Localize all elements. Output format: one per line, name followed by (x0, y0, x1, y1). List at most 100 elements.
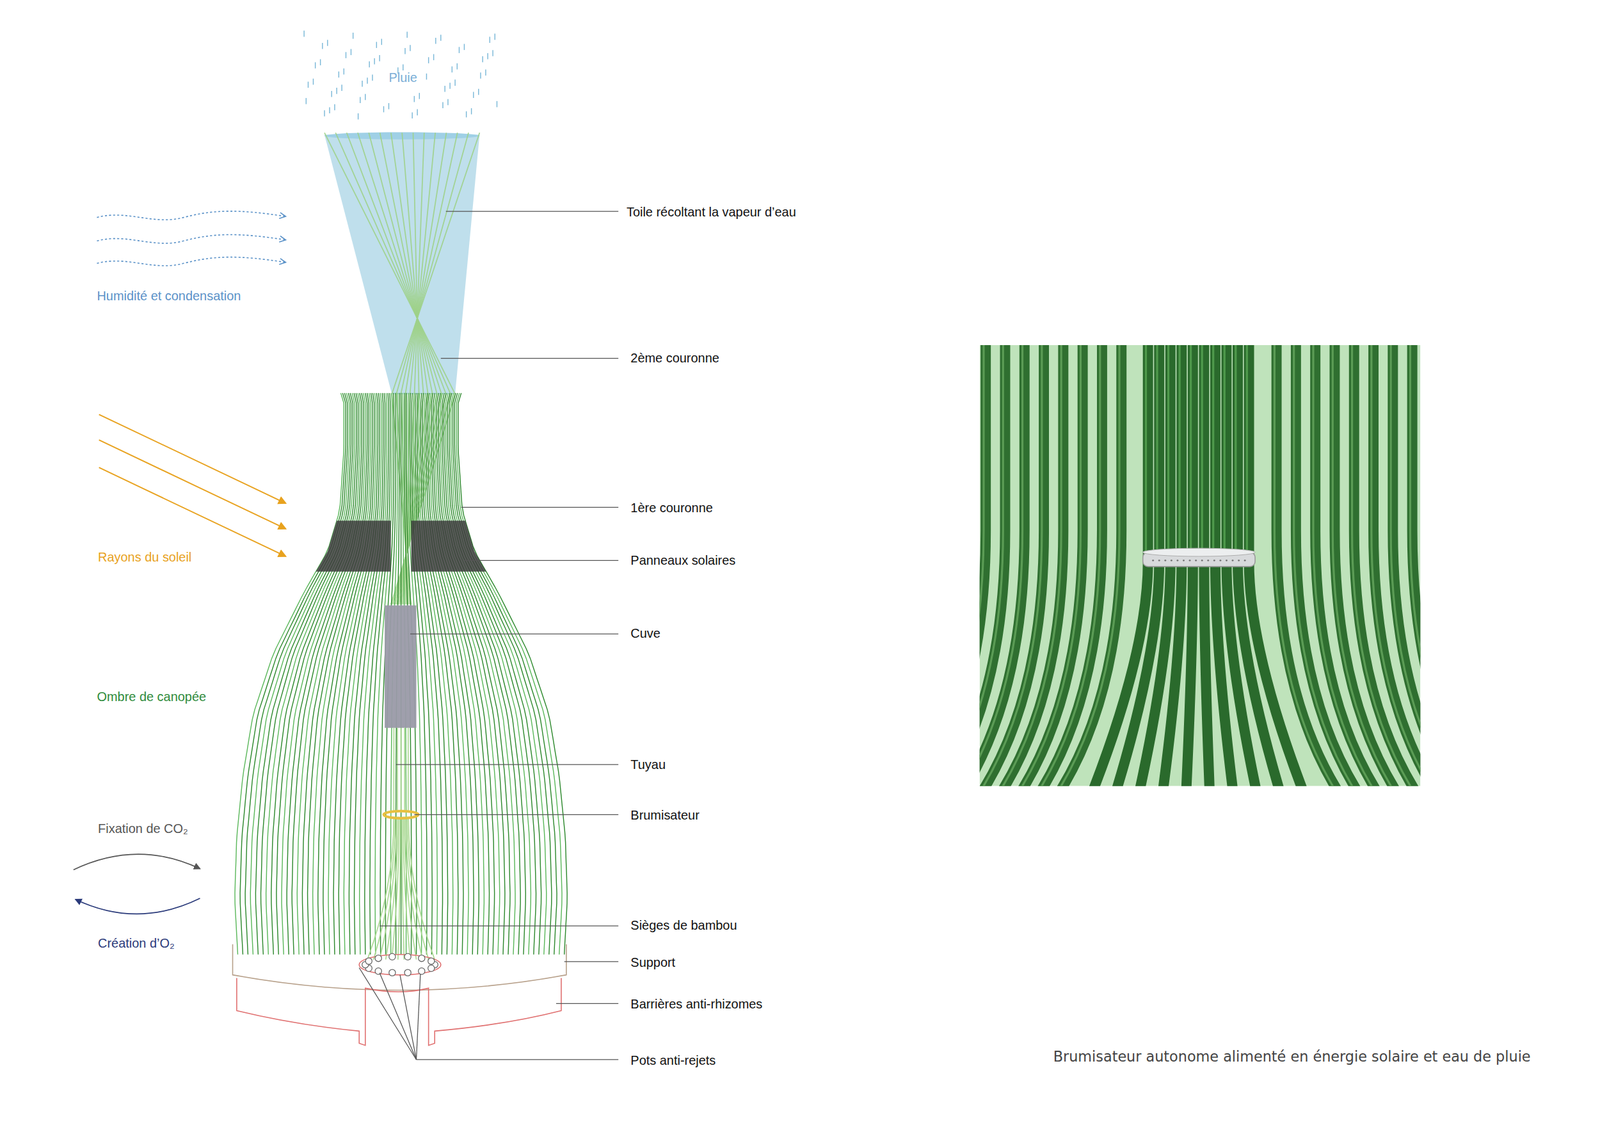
rain-drop (323, 110, 325, 117)
mister-ring-top (1143, 547, 1256, 557)
rain-drop (471, 108, 472, 115)
leader-line (446, 210, 619, 212)
rain-drop (312, 78, 314, 86)
rain-drop (388, 103, 390, 110)
seat-stem (405, 816, 423, 960)
pot (375, 954, 382, 962)
rain-drop (307, 81, 309, 89)
mister-hole (1170, 559, 1173, 562)
leader-line (410, 632, 619, 634)
rain-drop (350, 49, 352, 56)
bamboo-stem (428, 392, 480, 955)
rain-drop (338, 71, 340, 79)
rain-drop (489, 36, 491, 43)
mister-hole (1164, 559, 1167, 562)
bamboo-stem (323, 392, 375, 955)
rain-drop (327, 39, 328, 47)
rain-drop (478, 88, 479, 96)
bundle-highlight (1212, 344, 1215, 562)
pipe (393, 727, 395, 813)
rain-drop (435, 37, 436, 45)
detail-stripes (979, 344, 1421, 786)
bundle-highlight (1246, 344, 1248, 562)
rain-drop (492, 49, 493, 57)
callout-label: 2ème couronne (630, 350, 720, 367)
rain-drop (402, 64, 404, 71)
rain-drop (373, 58, 375, 65)
rain-drop (409, 44, 411, 52)
pot (404, 952, 411, 960)
rain-drop (481, 56, 483, 63)
bamboo-stem (440, 392, 516, 955)
mister-hole (1189, 559, 1192, 562)
mister-hole (1244, 559, 1247, 562)
mister-hole (1152, 559, 1154, 562)
rain-drop (343, 68, 345, 75)
seat-stem (407, 816, 429, 960)
humidity-arrow (96, 257, 286, 266)
rain-drop (404, 48, 406, 55)
rain-drop (345, 51, 347, 59)
pot (418, 954, 425, 962)
bamboo-stem (318, 392, 373, 955)
leader-line (414, 814, 619, 815)
mister-hole (1213, 559, 1216, 562)
bamboo-stem (359, 392, 388, 955)
seat-stem (385, 816, 399, 960)
callout-label: Tuyau (630, 755, 666, 773)
rain-drop (428, 56, 429, 64)
pot (375, 967, 382, 975)
bamboo-stem (456, 392, 562, 955)
rain-drop (454, 79, 456, 86)
rain-drop (447, 99, 448, 106)
leader-line (379, 972, 416, 1060)
leader-line (556, 1002, 619, 1004)
mister-ring (383, 810, 418, 818)
tank (384, 604, 416, 728)
rain-drop (494, 33, 496, 41)
rain-drop (320, 58, 321, 66)
humidity-arrows (96, 211, 286, 266)
bamboo-stem (266, 392, 355, 955)
rain-drop (334, 104, 335, 111)
bundle-highlight (1144, 344, 1147, 562)
mister-hole (1201, 559, 1204, 562)
bundle-highlight (1155, 344, 1158, 562)
mister-hole (1176, 559, 1179, 562)
rain-drop (433, 54, 434, 61)
mister-hole (1158, 559, 1161, 562)
leader-line (440, 357, 619, 359)
pot (404, 968, 411, 976)
bundle-highlight (1223, 344, 1226, 562)
mister-hole (1237, 559, 1240, 562)
callout-label: Support (630, 954, 676, 971)
rain-drop (305, 97, 307, 105)
mister-hole (1194, 559, 1197, 562)
bamboo-stem (454, 392, 557, 955)
rain-drop (444, 85, 445, 93)
mister-hole (1182, 559, 1185, 562)
pot (428, 964, 435, 971)
mister-hole (1219, 559, 1222, 562)
bundle-highlight (1201, 344, 1204, 562)
rain-drop (406, 31, 408, 38)
pot (389, 968, 396, 976)
rain-drop (458, 46, 460, 54)
inner-parts (367, 604, 435, 959)
pot-ring (359, 954, 441, 975)
bamboo-stem (426, 392, 474, 955)
seat-stem (391, 816, 399, 960)
sun-ray (99, 467, 287, 557)
pot (428, 957, 435, 964)
rain-drop (426, 73, 427, 80)
mister-hole (1232, 559, 1234, 562)
callout-label: Humidité et condensation (96, 288, 241, 305)
rain-drop (321, 42, 323, 50)
bamboo-stem (453, 392, 552, 955)
pipe (400, 727, 402, 813)
pipe (403, 727, 406, 813)
callout-label: Sièges de bambou (630, 917, 737, 934)
rain-drops (304, 30, 497, 120)
bamboo-stem (328, 392, 376, 955)
